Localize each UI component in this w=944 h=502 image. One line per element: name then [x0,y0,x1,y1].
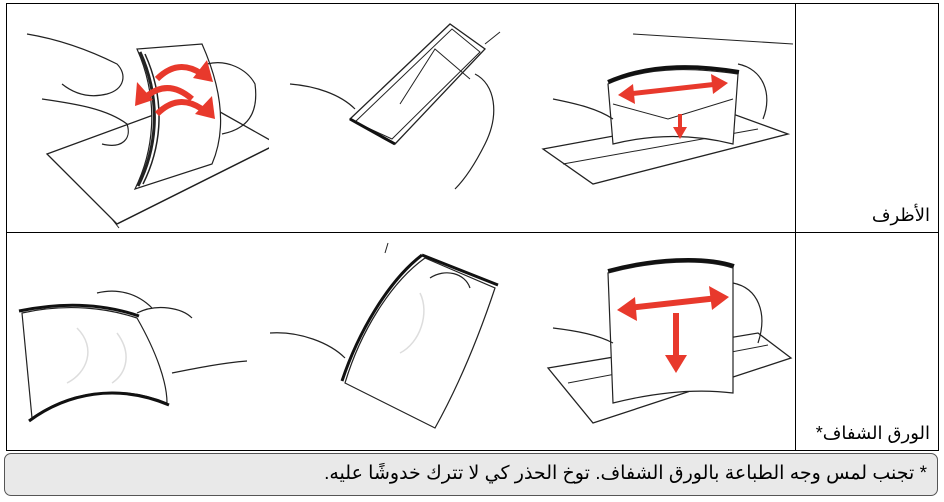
envelopes-row: الأظرف [6,3,939,233]
transparency-warning-note: * تجنب لمس وجه الطباعة بالورق الشفاف. تو… [4,453,938,496]
straighten-envelopes-illustration [533,4,795,232]
flex-envelopes-illustration [7,4,269,232]
straighten-transparencies-illustration [533,233,795,450]
transparencies-row: الورق الشفاف* [6,232,939,451]
note-text: * تجنب لمس وجه الطباعة بالورق الشفاف. تو… [324,462,927,485]
fan-transparencies-illustration [270,233,532,450]
transparencies-illustrations [7,233,795,450]
flex-transparencies-illustration [7,233,269,450]
transparencies-label-cell: الورق الشفاف* [795,233,938,450]
fan-envelopes-illustration [270,4,532,232]
paper-preparation-table: الأظرف [6,3,939,451]
envelopes-label: الأظرف [872,205,930,226]
envelopes-label-cell: الأظرف [795,4,938,232]
transparencies-label: الورق الشفاف* [816,423,930,444]
envelopes-illustrations [7,4,795,232]
